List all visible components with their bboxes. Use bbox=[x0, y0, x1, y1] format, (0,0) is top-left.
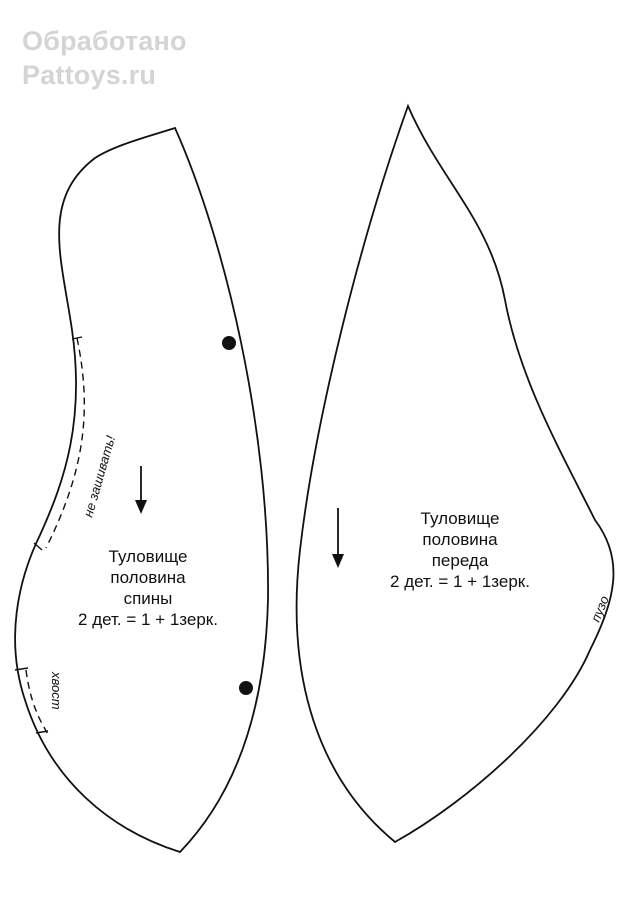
back-grain-arrow-icon bbox=[135, 466, 147, 514]
watermark: Обработано Pattoys.ru bbox=[22, 24, 187, 92]
front-piece-label: Туловище половина переда 2 дет. = 1 + 1з… bbox=[360, 508, 560, 592]
front-label-line-2: половина bbox=[422, 530, 498, 549]
watermark-line-1: Обработано bbox=[22, 26, 187, 56]
back-body-piece: не зашивать! хвост bbox=[14, 126, 269, 854]
do-not-sew-dashed-line bbox=[45, 337, 85, 549]
front-label-line-3: переда bbox=[431, 551, 489, 570]
back-body-outline bbox=[14, 126, 269, 854]
front-label-line-4: 2 дет. = 1 + 1зерк. bbox=[390, 572, 530, 591]
do-not-sew-tick-bottom bbox=[33, 542, 43, 551]
front-label-line-1: Туловище bbox=[420, 509, 500, 528]
tail-dashed-line bbox=[25, 669, 49, 735]
back-label-line-4: 2 дет. = 1 + 1зерк. bbox=[78, 610, 218, 629]
back-piece-label: Туловище половина спины 2 дет. = 1 + 1зе… bbox=[48, 546, 248, 630]
front-grain-arrow-icon bbox=[332, 508, 344, 568]
back-label-line-2: половина bbox=[110, 568, 186, 587]
front-body-piece: пузо bbox=[295, 103, 615, 844]
do-not-sew-note: не зашивать! bbox=[80, 433, 118, 518]
front-body-outline bbox=[295, 103, 615, 844]
back-marker-dot-bottom bbox=[239, 681, 253, 695]
tail-tick-top bbox=[14, 667, 29, 671]
do-not-sew-tick-top bbox=[71, 336, 83, 340]
tail-note: хвост bbox=[49, 671, 64, 710]
watermark-line-2: Pattoys.ru bbox=[22, 60, 157, 90]
tail-tick-bottom bbox=[35, 730, 49, 734]
back-marker-dot-top bbox=[222, 336, 236, 350]
back-label-line-3: спины bbox=[123, 589, 173, 608]
back-label-line-1: Туловище bbox=[108, 547, 188, 566]
belly-note: пузо bbox=[588, 594, 612, 624]
